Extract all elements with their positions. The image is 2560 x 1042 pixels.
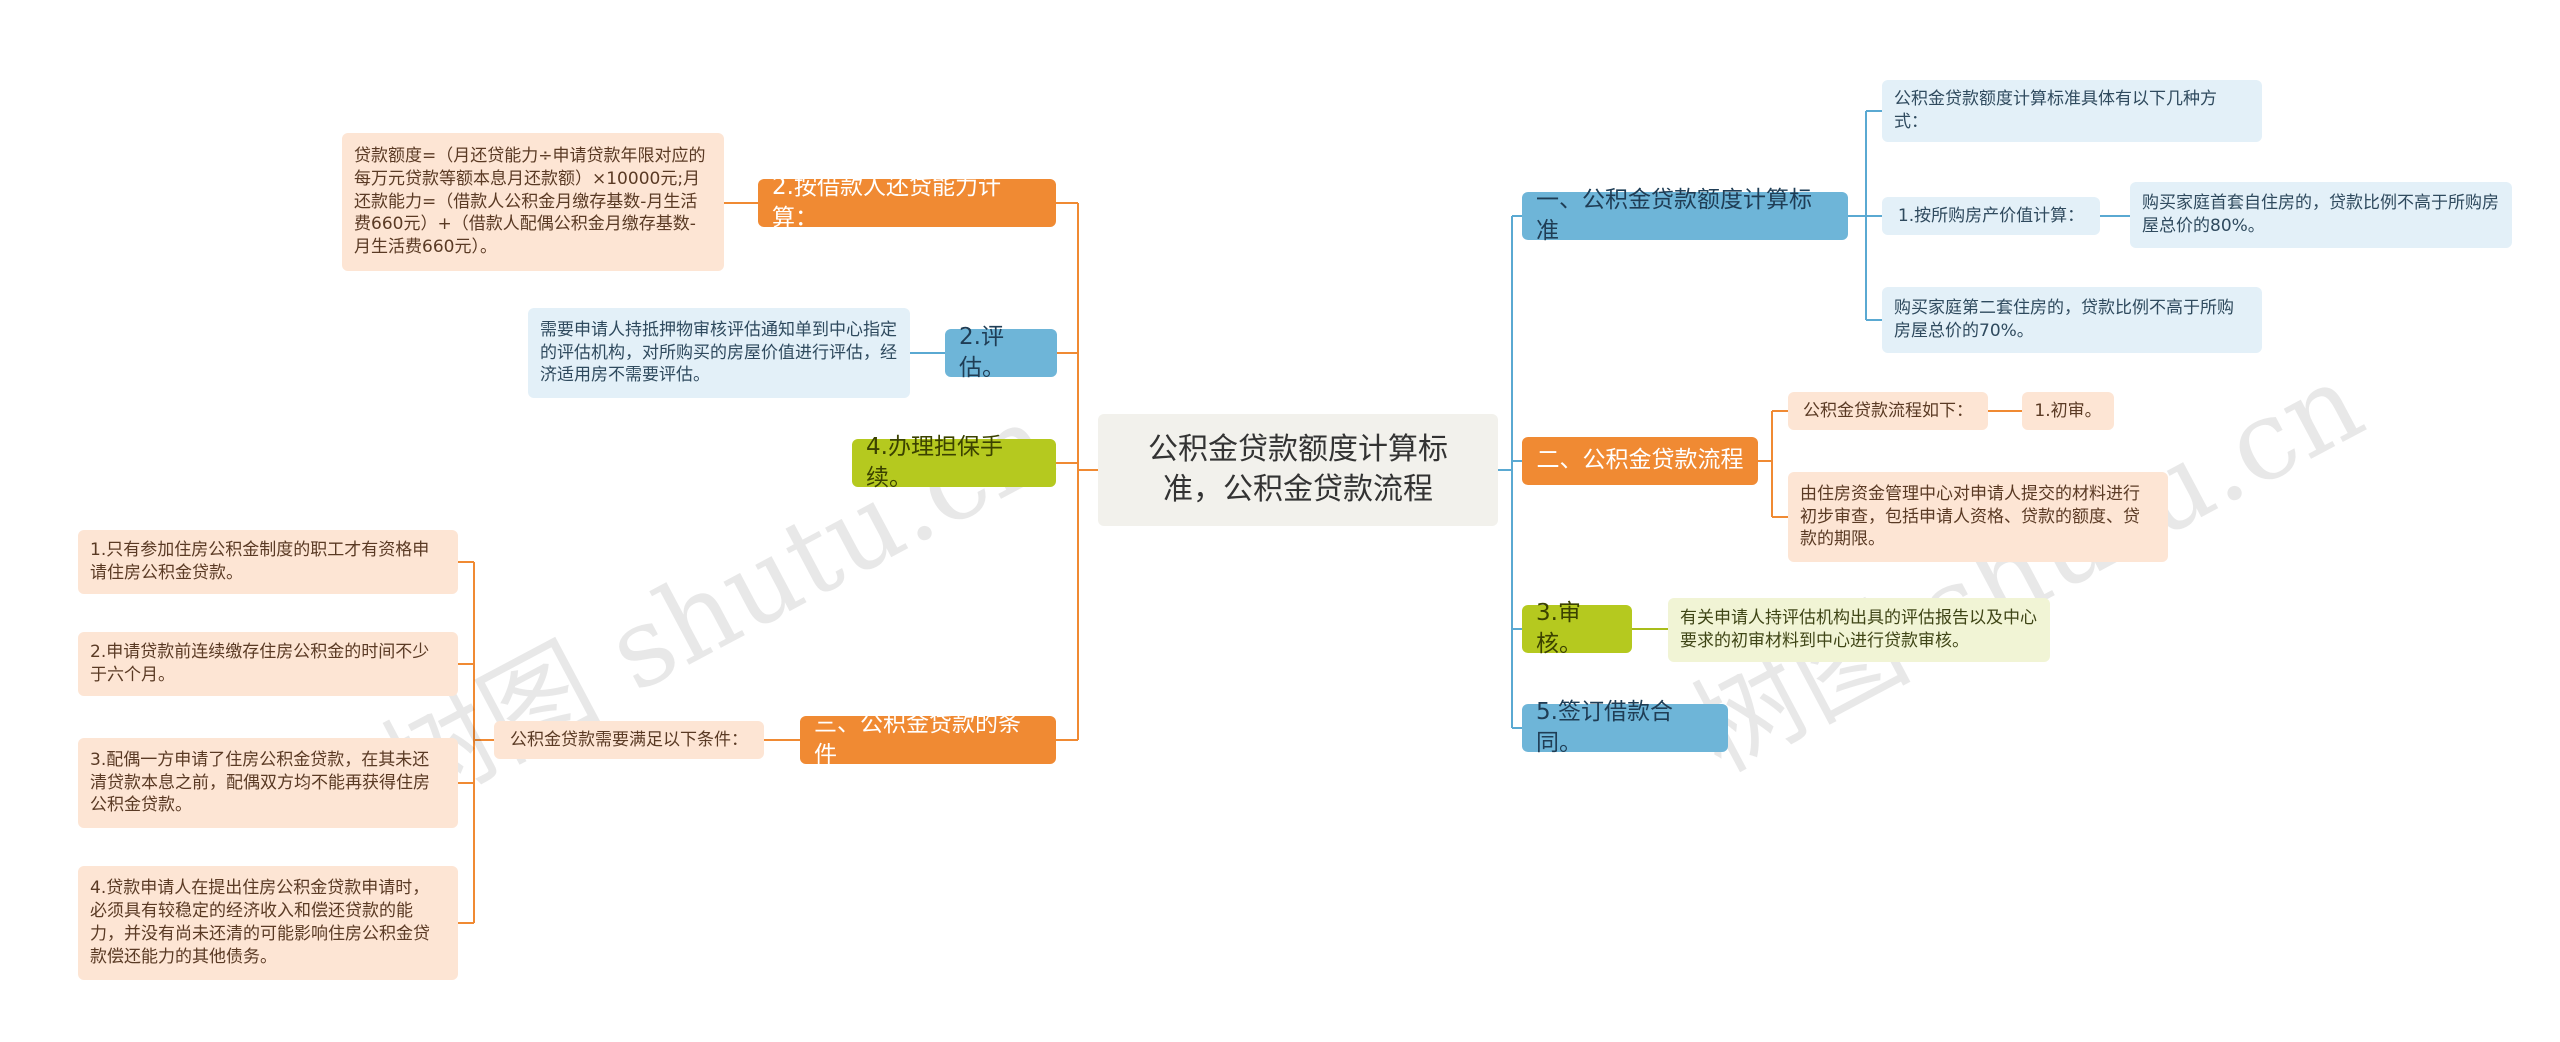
note-process-intro[interactable]: 公积金贷款流程如下： [1788, 392, 1988, 430]
note-second-home-70[interactable]: 购买家庭第二套住房的，贷款比例不高于所购房屋总价的70%。 [1882, 287, 2262, 353]
branch2-connector [1758, 410, 1788, 518]
note-initial-review-detail[interactable]: 由住房资金管理中心对申请人提交的材料进行初步审查，包括申请人资格、贷款的额度、贷… [1788, 472, 2168, 562]
branch-appraisal[interactable]: 2.评估。 [945, 324, 1057, 381]
note-initial-review[interactable]: 1.初审。 [2022, 392, 2114, 430]
branch1-connector [1848, 110, 1882, 321]
note-conditions-intro[interactable]: 公积金贷款需要满足以下条件： [494, 721, 764, 759]
note-appraisal-detail[interactable]: 需要申请人持抵押物审核评估通知单到中心指定的评估机构，对所购买的房屋价值进行评估… [528, 308, 910, 398]
condition-item-2[interactable]: 2.申请贷款前连续缴存住房公积金的时间不少于六个月。 [78, 632, 458, 696]
conditions-connector [458, 561, 494, 924]
condition-item-3[interactable]: 3.配偶一方申请了住房公积金贷款，在其未还清贷款本息之前，配偶双方均不能再获得住… [78, 738, 458, 828]
branch-loan-process[interactable]: 二、公积金贷款流程 [1522, 437, 1758, 485]
branch-loan-amount-standard[interactable]: 一、公积金贷款额度计算标准 [1522, 187, 1848, 244]
branch-guarantee[interactable]: 4.办理担保手续。 [852, 434, 1056, 491]
note-by-property-value[interactable]: 1.按所购房产价值计算： [1882, 197, 2100, 235]
note-calc-methods[interactable]: 公积金贷款额度计算标准具体有以下几种方式： [1882, 80, 2262, 142]
note-first-home-80[interactable]: 购买家庭首套自住房的，贷款比例不高于所购房屋总价的80%。 [2130, 182, 2512, 248]
branch-review[interactable]: 3.审核。 [1522, 600, 1632, 657]
condition-item-1[interactable]: 1.只有参加住房公积金制度的职工才有资格申请住房公积金贷款。 [78, 530, 458, 594]
right-trunk-line [1498, 215, 1522, 729]
left-trunk-line [1056, 202, 1098, 741]
root-topic[interactable]: 公积金贷款额度计算标准，公积金贷款流程 [1098, 414, 1498, 526]
branch-loan-conditions[interactable]: 三、公积金贷款的条件 [800, 711, 1056, 768]
note-repayment-formula[interactable]: 贷款额度=（月还贷能力÷申请贷款年限对应的每万元贷款等额本息月还款额）×1000… [342, 133, 724, 271]
branch-repayment-capacity[interactable]: 2.按借款人还贷能力计算： [758, 174, 1056, 231]
condition-item-4[interactable]: 4.贷款申请人在提出住房公积金贷款申请时，必须具有较稳定的经济收入和偿还贷款的能… [78, 866, 458, 980]
note-review-detail[interactable]: 有关申请人持评估机构出具的评估报告以及中心要求的初审材料到中心进行贷款审核。 [1668, 598, 2050, 662]
branch-sign-contract[interactable]: 5.签订借款合同。 [1522, 699, 1728, 756]
